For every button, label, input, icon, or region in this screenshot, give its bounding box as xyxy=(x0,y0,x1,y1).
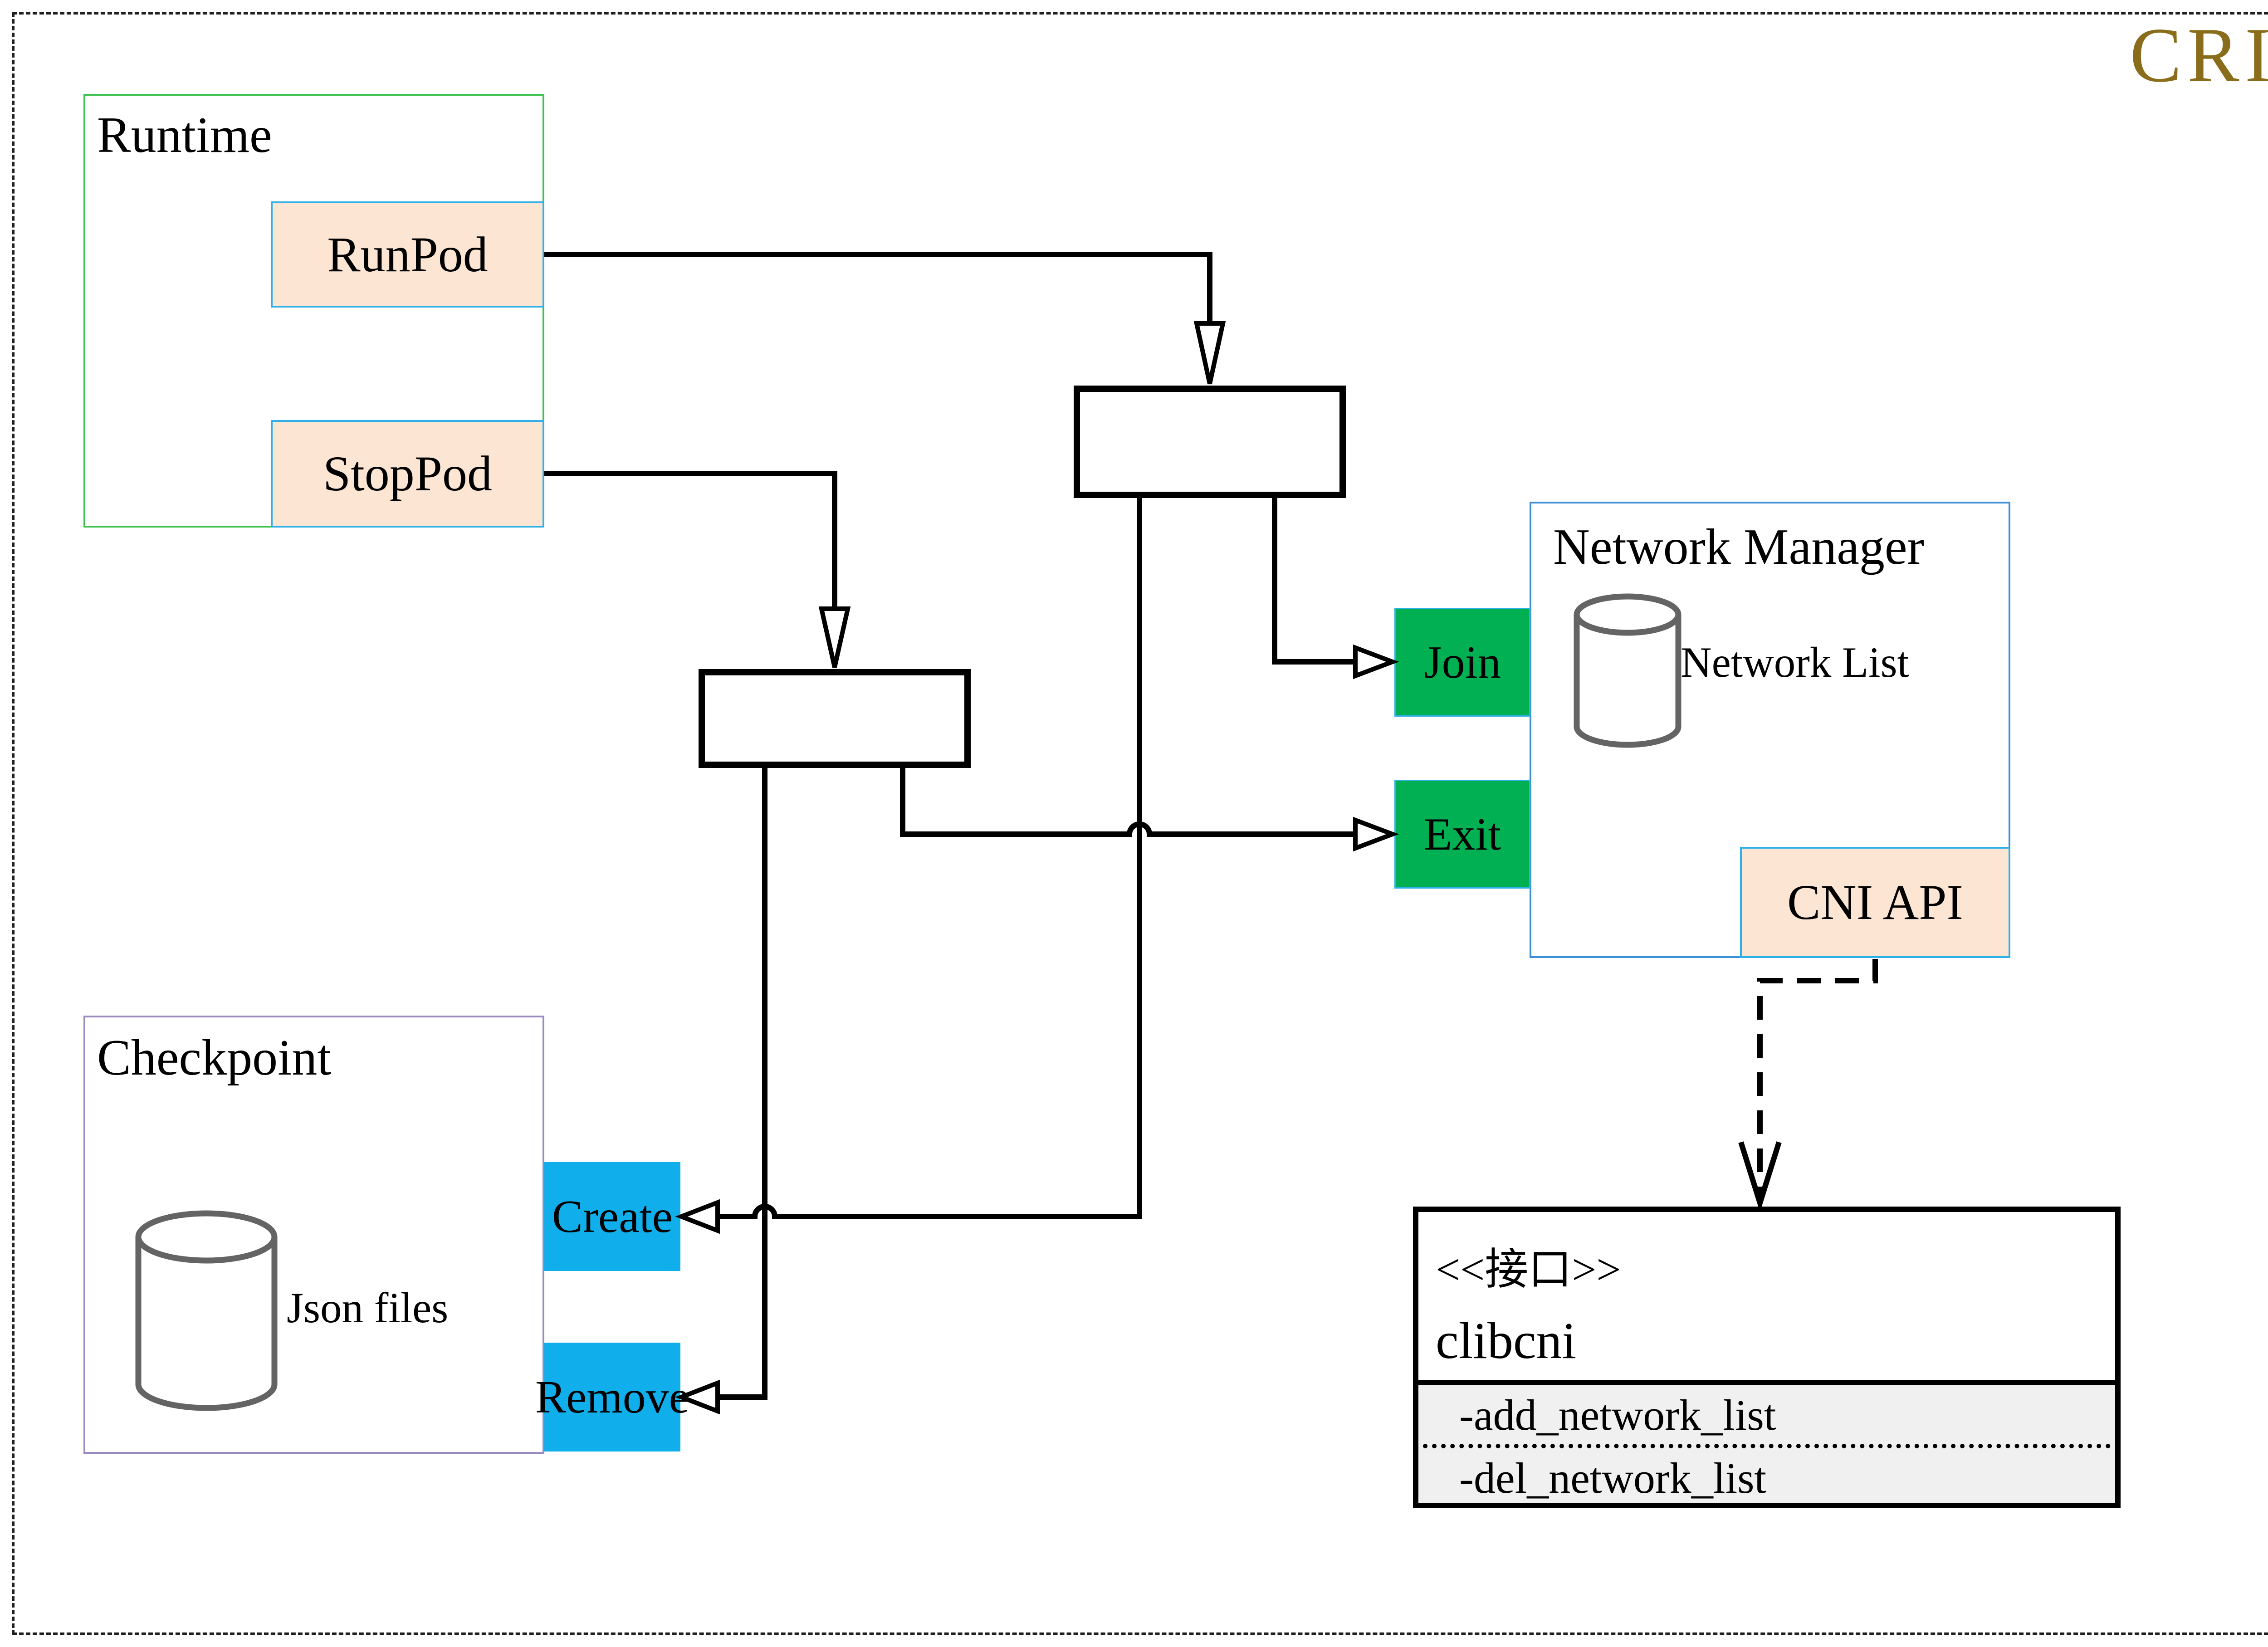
create-node: Create xyxy=(544,1162,680,1271)
json-files-label: Json files xyxy=(287,1284,449,1332)
methods-dotted-divider xyxy=(1423,1444,2111,1448)
remove-label: Remove xyxy=(535,1371,689,1423)
exit-node: Exit xyxy=(1394,780,1530,889)
dashed-page-border xyxy=(12,12,2268,1635)
cni-api-node: CNI API xyxy=(1740,847,2010,958)
cni-api-label: CNI API xyxy=(1787,875,1964,930)
runpod-label: RunPod xyxy=(327,226,488,282)
network-list-label: Network List xyxy=(1681,638,1909,686)
method-del-network-list: -del_network_list xyxy=(1459,1453,1767,1502)
stoppod-node: StopPod xyxy=(271,420,544,528)
join-node: Join xyxy=(1394,608,1530,717)
stoppod-label: StopPod xyxy=(323,446,492,501)
checkpoint-title: Checkpoint xyxy=(97,1030,332,1086)
runpod-node: RunPod xyxy=(271,201,544,308)
stoppod-junction-box xyxy=(699,669,971,768)
create-label: Create xyxy=(552,1191,673,1242)
network-manager-title: Network Manager xyxy=(1553,519,1924,575)
method-add-network-list: -add_network_list xyxy=(1459,1390,1776,1439)
clibcni-stereotype: <<接口>> xyxy=(1436,1245,1621,1294)
remove-node: Remove xyxy=(535,1343,689,1452)
clibcni-name: clibcni xyxy=(1436,1312,1577,1369)
exit-label: Exit xyxy=(1424,808,1501,860)
clibcni-methods-section: -add_network_list -del_network_list xyxy=(1418,1380,2115,1503)
runpod-junction-box xyxy=(1074,386,1346,498)
diagram-title: CRI xyxy=(2130,12,2268,98)
join-label: Join xyxy=(1423,636,1501,688)
runtime-title: Runtime xyxy=(97,107,272,163)
clibcni-title-section xyxy=(1418,1212,2115,1380)
